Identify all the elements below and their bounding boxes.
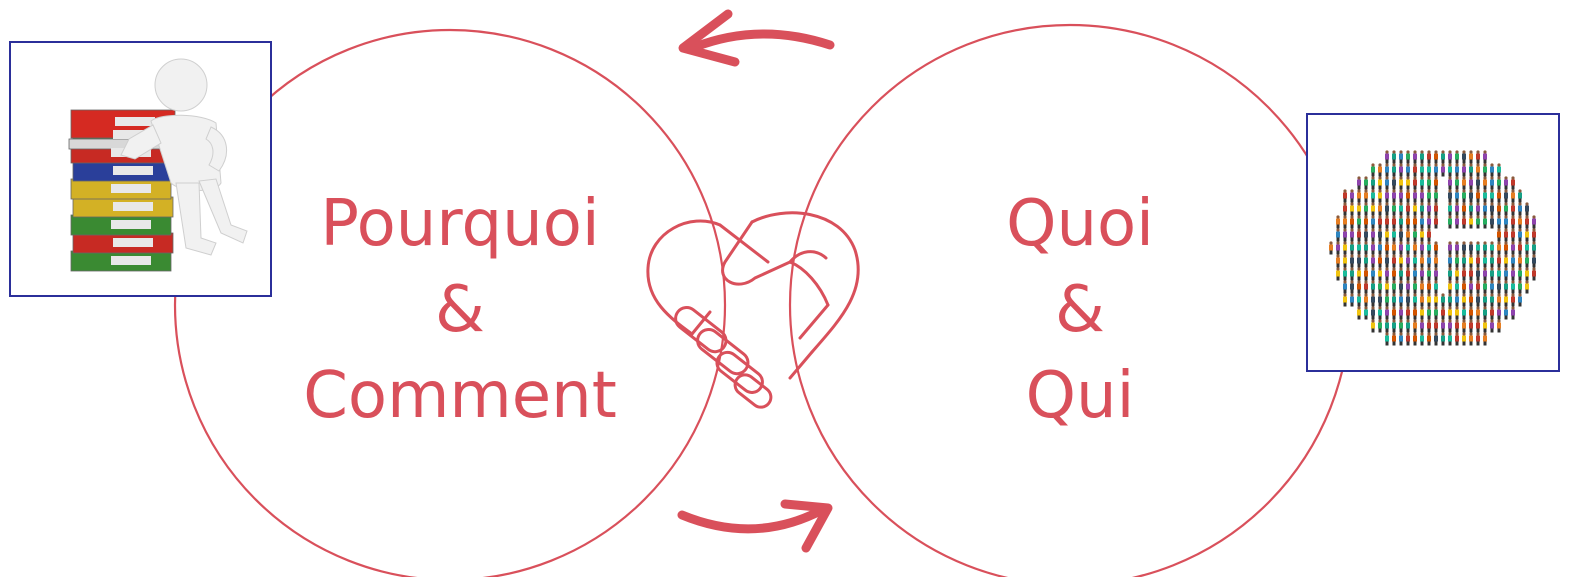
right-circle-line-3: Qui: [1025, 359, 1135, 433]
arrow-right-icon: [677, 499, 833, 553]
crowd-circle-icon: [1306, 113, 1560, 372]
left-circle-line-1: Pourquoi: [320, 187, 600, 261]
right-circle-line-2: &: [1055, 273, 1105, 347]
person-with-binders-icon: [9, 41, 272, 297]
left-circle-line-2: &: [435, 273, 485, 347]
right-circle-label: Quoi & Qui: [950, 181, 1210, 439]
arrow-left-icon: [678, 9, 835, 67]
left-circle-label: Pourquoi & Comment: [270, 181, 650, 439]
right-circle-line-1: Quoi: [1006, 187, 1154, 261]
handshake-heart-icon: [646, 211, 860, 409]
left-circle-line-3: Comment: [303, 359, 617, 433]
